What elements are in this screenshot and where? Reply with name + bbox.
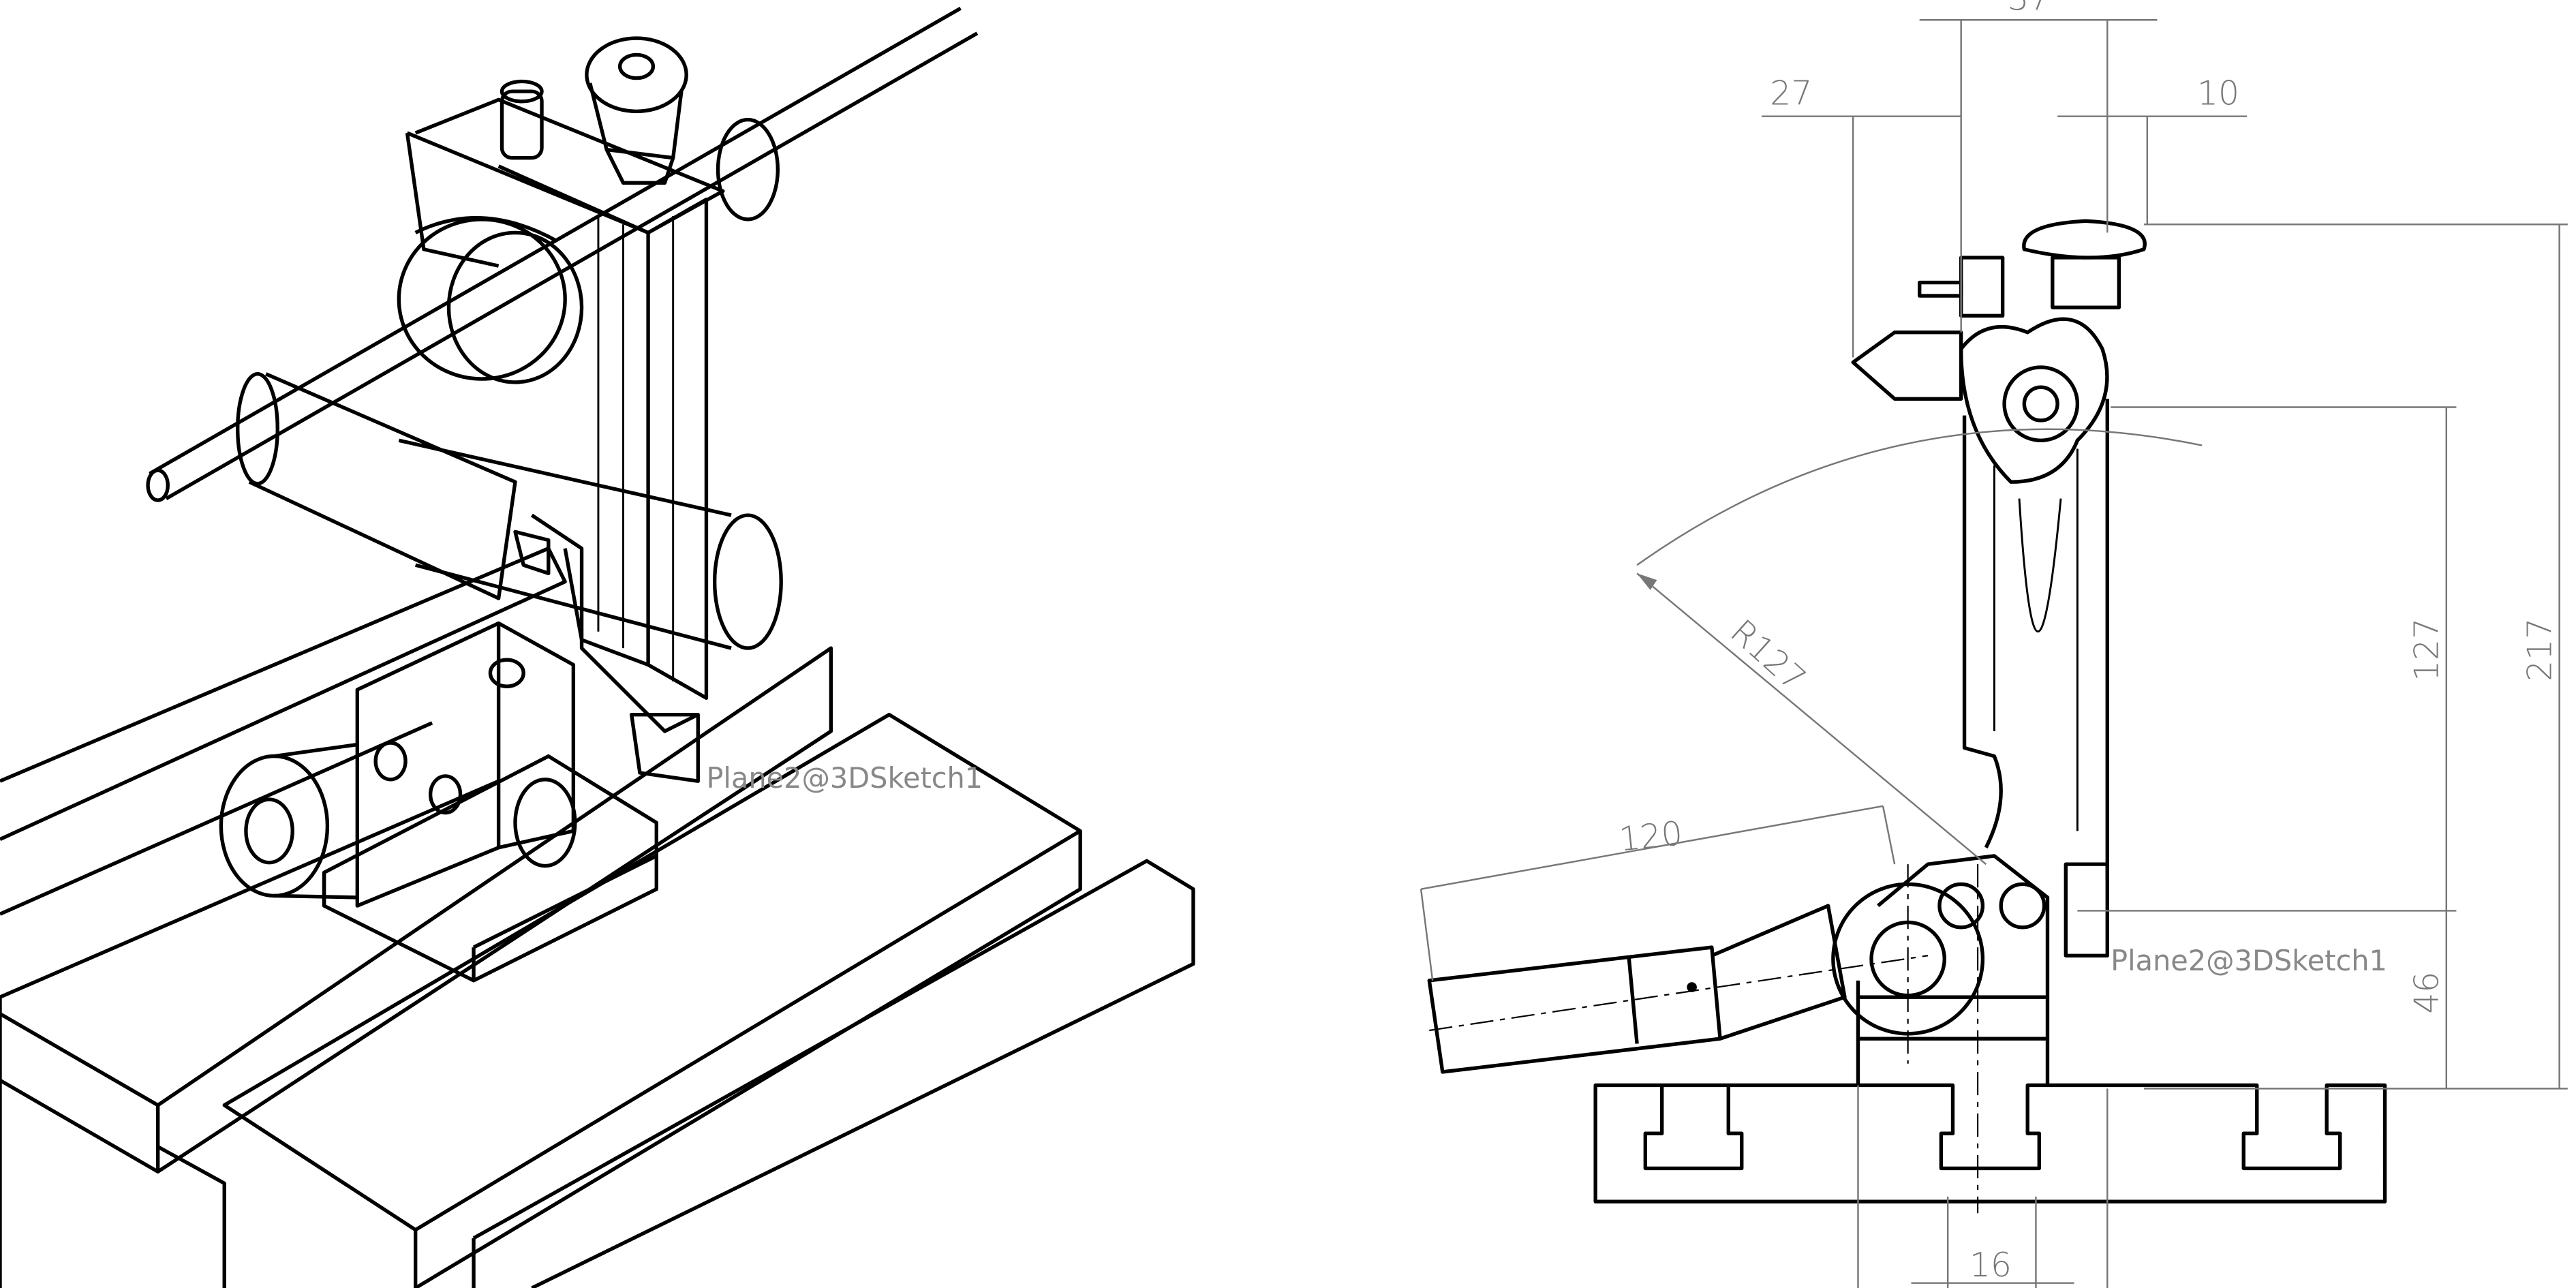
base-block [219, 621, 658, 983]
dim-top-width: 37 [2008, 0, 2050, 18]
column [1851, 256, 2109, 881]
dim-right-offset: 10 [2197, 74, 2239, 113]
dim-left-offset: 27 [1770, 74, 1812, 113]
arm-cylinder [236, 372, 783, 650]
dim-slot-width: 16 [1969, 1246, 2012, 1285]
rod [146, 6, 979, 502]
dim-total-height: 217 [2520, 618, 2559, 681]
knob [2022, 219, 2147, 309]
dim-base-height: 46 [2408, 972, 2447, 1014]
column [405, 97, 725, 783]
table-rails [0, 547, 1195, 1288]
pivot-boss [397, 216, 584, 384]
side-view: 37 27 10 217 127 46 R127 120 16 Plane2@3… [1420, 0, 2568, 1288]
dimension-lines [1420, 19, 2568, 1288]
dim-arm-length: 120 [1617, 814, 1685, 859]
knob [500, 36, 688, 185]
body-block [1856, 854, 2109, 1086]
arm [1427, 864, 1985, 1214]
plane-label-iso: Plane2@3DSketch1 [706, 762, 983, 795]
base-plate [1593, 1083, 1744, 1171]
isometric-view: Plane2@3DSketch1 [0, 6, 1195, 1288]
dim-pivot-height: 127 [2408, 618, 2447, 681]
plane-label-side: Plane2@3DSketch1 [2111, 945, 2387, 977]
